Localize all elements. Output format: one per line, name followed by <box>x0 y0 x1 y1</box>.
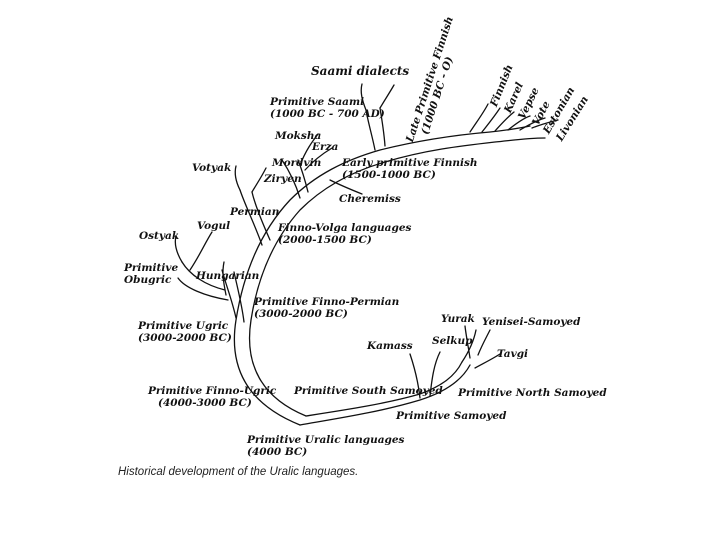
label-primitive-uralic: Primitive Uralic languages (4000 BC) <box>247 434 404 458</box>
label-primitive-finno-permian-date: (3000-2000 BC) <box>254 308 399 320</box>
label-primitive-finno-ugric: Primitive Finno-Ugric (4000-3000 BC) <box>148 385 276 409</box>
label-kamass: Kamass <box>367 340 413 352</box>
label-finno-volga-name: Finno-Volga languages <box>278 222 411 234</box>
label-vogul: Vogul <box>197 220 230 232</box>
label-primitive-ugric-name: Primitive Ugric <box>138 320 232 332</box>
label-votyak: Votyak <box>192 162 231 174</box>
label-primitive-finno-permian-name: Primitive Finno-Permian <box>254 296 399 308</box>
label-finno-volga-date: (2000-1500 BC) <box>278 234 411 246</box>
label-primitive-finno-permian: Primitive Finno-Permian (3000-2000 BC) <box>254 296 399 320</box>
label-early-primitive-finnish-date: (1500-1000 BC) <box>342 169 478 181</box>
votyak-twig <box>235 166 240 190</box>
label-early-primitive-finnish-name: Early primitive Finnish <box>342 157 478 169</box>
label-primitive-saami-name: Primitive Saami <box>270 96 385 108</box>
label-primitive-ugric-date: (3000-2000 BC) <box>138 332 232 344</box>
label-hungarian: Hungarian <box>196 270 259 282</box>
label-primitive-north-samoyed: Primitive North Samoyed <box>458 387 607 399</box>
label-early-primitive-finnish: Early primitive Finnish (1500-1000 BC) <box>342 157 478 181</box>
label-primitive-finno-ugric-name: Primitive Finno-Ugric <box>148 385 276 397</box>
label-permian: Permian <box>230 206 279 218</box>
label-primitive-obugric: Primitive Obugric <box>124 262 178 286</box>
label-primitive-samoyed: Primitive Samoyed <box>396 410 506 422</box>
cheremiss-twig <box>330 180 362 194</box>
label-tavgi: Tavgi <box>497 348 528 360</box>
label-primitive-uralic-name: Primitive Uralic languages <box>247 434 404 446</box>
figure-caption: Historical development of the Uralic lan… <box>118 466 358 478</box>
label-selkup: Selkup <box>432 335 473 347</box>
label-primitive-obugric-line1: Primitive <box>124 262 178 274</box>
label-saami-dialects: Saami dialects <box>311 65 409 77</box>
label-ziryen: Ziryen <box>264 173 302 185</box>
label-primitive-south-samoyed: Primitive South Samoyed <box>294 385 443 397</box>
label-primitive-ugric: Primitive Ugric (3000-2000 BC) <box>138 320 232 344</box>
yenisei-twig <box>478 330 490 355</box>
label-yurak: Yurak <box>441 313 475 325</box>
label-yenisei-samoyed: Yenisei-Samoyed <box>482 316 580 328</box>
label-primitive-saami-date: (1000 BC - 700 AD) <box>270 108 385 120</box>
label-ostyak: Ostyak <box>139 230 179 242</box>
label-primitive-finno-ugric-date: (4000-3000 BC) <box>148 397 276 409</box>
label-primitive-saami: Primitive Saami (1000 BC - 700 AD) <box>270 96 385 120</box>
label-finno-volga: Finno-Volga languages (2000-1500 BC) <box>278 222 411 246</box>
label-cheremiss: Cheremiss <box>339 193 401 205</box>
label-primitive-uralic-date: (4000 BC) <box>247 446 404 458</box>
label-primitive-obugric-line2: Obugric <box>124 274 178 286</box>
label-erza: Erza <box>312 141 338 153</box>
label-mordvin: Mordvin <box>272 157 321 169</box>
vogul-twig <box>190 232 212 270</box>
